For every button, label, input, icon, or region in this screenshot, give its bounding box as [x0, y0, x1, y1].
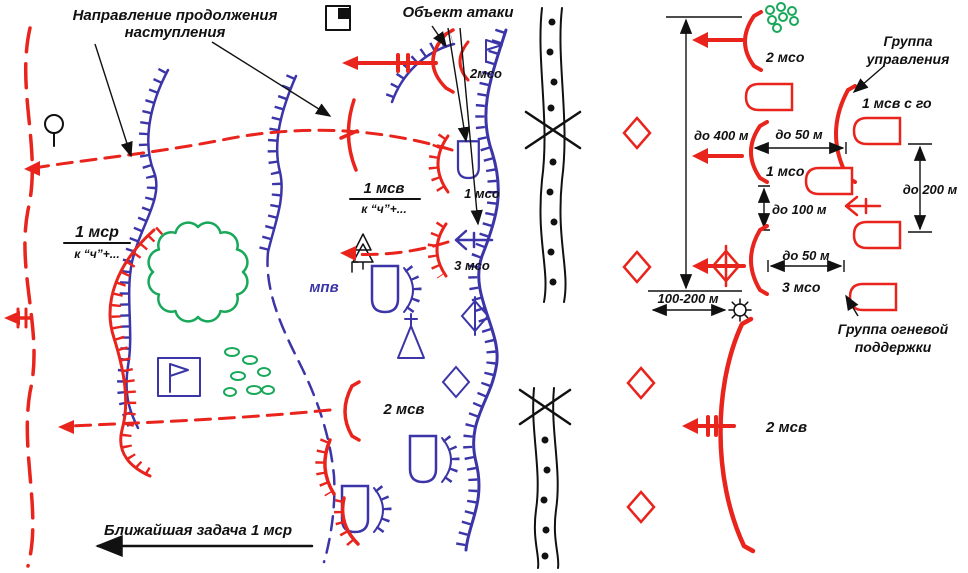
msv2-position-arc — [343, 380, 361, 442]
control-group-pointer-arrow — [852, 65, 885, 94]
btr-symbol-red — [848, 282, 898, 312]
control-group-label-line2: управления — [866, 51, 950, 67]
squad-bracket-3mso — [749, 224, 769, 296]
unit-label-mpv: мпв — [309, 279, 338, 296]
attack-object-arc-3mso — [427, 221, 448, 279]
enemy-trench-second — [258, 74, 336, 564]
msr1-position-line — [108, 226, 163, 481]
title-pointer-arrows — [94, 41, 332, 158]
fire-support-pointer-arrow — [845, 294, 859, 317]
unit-time-1msr: к “ч”+... — [74, 247, 119, 261]
bushes-cluster — [223, 347, 275, 397]
unit-label-1mso: 1 мсо — [766, 163, 805, 179]
advance-arrow-2 — [340, 240, 450, 261]
flag-symbol-blue — [485, 39, 503, 63]
squad-bracket-2mso — [743, 10, 763, 72]
bushes-icon — [765, 2, 799, 33]
unit-label-2mso-map: 2мсо — [469, 66, 502, 81]
btr-symbol-blue — [340, 484, 392, 535]
diamond-symbol-blue — [461, 296, 489, 336]
bridge-cross-icon — [518, 388, 572, 426]
attack-object-arc-2mso — [342, 28, 470, 94]
unit-label-1msr: 1 мср — [75, 224, 119, 241]
attack-arrow-1mso — [692, 148, 744, 164]
diamond-symbol-red — [626, 366, 656, 400]
btr-symbol-blue — [370, 264, 422, 315]
dimension-50m-top — [751, 141, 847, 155]
attack-arrow-2mso — [692, 32, 744, 48]
btr-symbol-blue — [408, 434, 460, 485]
distance-label-200m: до 200 м — [903, 182, 958, 197]
dimension-100m — [757, 185, 771, 231]
attack-arrow-3mso — [692, 244, 746, 288]
line-of-attack-mark — [339, 98, 359, 172]
unit-label-1mso-map: 1 мсо — [464, 186, 500, 201]
squad-bracket-1mso — [749, 120, 769, 184]
advance-arrow-1 — [24, 128, 454, 176]
unit-label-2msv: 2 мсв — [765, 419, 807, 436]
btr-symbol-red — [744, 82, 794, 112]
tree-icon — [44, 114, 64, 147]
distance-label-100-200m: 100-200 м — [658, 291, 719, 306]
diamond-symbol-red — [622, 250, 652, 284]
diamond-symbol-red — [626, 490, 656, 524]
platoon-line-2msv — [718, 316, 756, 554]
title-arrow-label-line2: наступления — [125, 24, 226, 41]
road-with-trees-top — [524, 7, 582, 303]
diamond-symbol-blue — [442, 366, 470, 398]
advance-arrow-3 — [58, 408, 332, 434]
machine-gun-symbol-blue — [454, 229, 494, 251]
dimension-50m-bottom — [767, 259, 845, 273]
unit-label-2mso: 2 мсо — [765, 49, 805, 65]
attack-object-pointer-arrows — [431, 25, 483, 226]
command-post-symbol — [157, 357, 201, 397]
unit-label-1msv-map: 1 мсв — [363, 180, 404, 197]
dismount-point-symbol — [728, 298, 752, 322]
btr-symbol-blue — [456, 140, 480, 180]
fire-support-label-line1: Группа огневой — [838, 321, 949, 337]
distance-label-50m-bottom: до 50 м — [782, 248, 830, 263]
btr-symbol-red — [804, 166, 854, 196]
machine-gun-icon — [844, 195, 882, 217]
seized-line-bottom — [315, 438, 360, 550]
dimension-400m — [648, 16, 742, 292]
bridge-cross-icon — [524, 110, 582, 150]
road-with-trees-bottom — [518, 387, 572, 569]
btr-symbol-red — [852, 116, 902, 146]
distance-label-50m-top: до 50 м — [775, 127, 823, 142]
unit-time-1msv: к “ч”+... — [361, 202, 406, 216]
unit-label-3mso: 3 мсо — [782, 279, 821, 295]
attack-object-arc-1mso — [428, 133, 450, 195]
attack-object-label: Объект атаки — [402, 4, 513, 21]
dimension-200m — [908, 143, 932, 233]
fire-support-label-line2: поддержки — [855, 339, 932, 355]
boundary-marker — [4, 307, 32, 329]
btr-symbol-red — [852, 220, 902, 250]
front-line — [23, 26, 36, 568]
observation-post-symbol — [325, 5, 351, 31]
distance-label-400m: до 400 м — [694, 128, 749, 143]
control-group-label-line1: Группа — [883, 33, 932, 49]
church-symbol — [397, 313, 425, 359]
diamond-symbol-red — [622, 116, 652, 150]
nearest-task-label: Ближайшая задача 1 мср — [104, 522, 292, 539]
title-arrow-label-line1: Направление продолжения — [73, 7, 278, 24]
unit-label-1msv-go: 1 мсв с го — [862, 95, 932, 111]
forest-clearing — [147, 221, 249, 323]
unit-label-3mso-map: 3 мсо — [454, 258, 490, 273]
distance-label-100m: до 100 м — [772, 202, 827, 217]
unit-label-2msv-map: 2 мсв — [382, 401, 424, 418]
attack-arrow-2msv — [682, 415, 736, 437]
